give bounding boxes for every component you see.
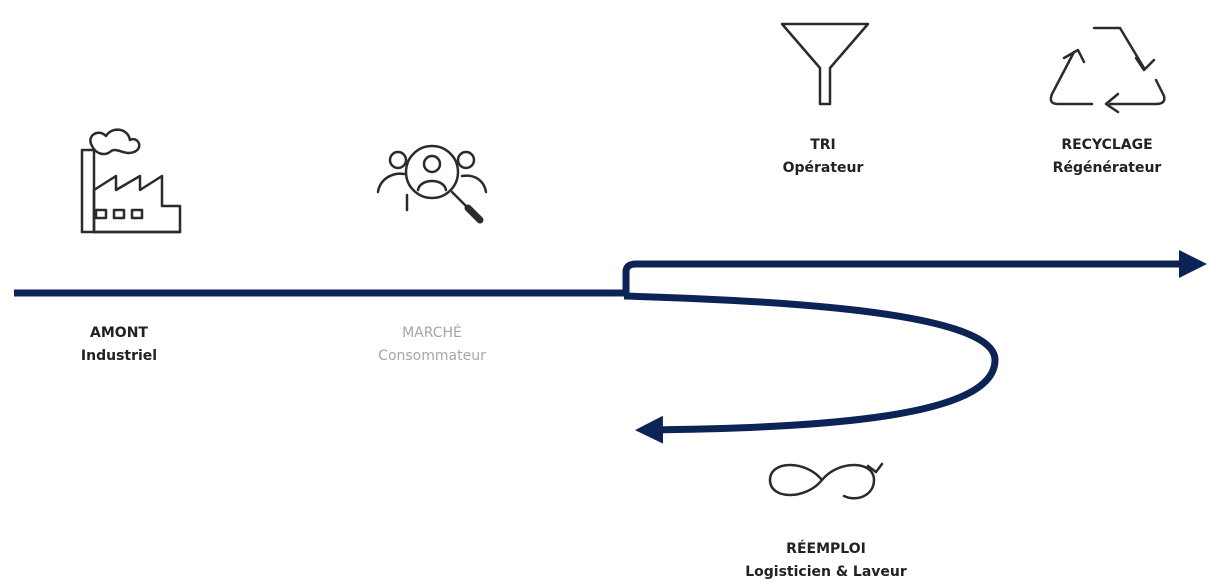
stage-recyclage-subtitle: Régénérateur (1052, 160, 1162, 176)
consumers-search-icon (376, 144, 488, 224)
recycling-flow-arrow (622, 250, 1207, 296)
stage-marche-subtitle: Consommateur (378, 348, 486, 364)
infinity-loop-icon (768, 462, 884, 500)
recycle-icon (1049, 26, 1166, 114)
stage-amont-subtitle: Industriel (80, 348, 158, 364)
stage-marche-title: MARCHÉ (402, 325, 462, 341)
stage-recyclage-label: RECYCLAGE Régénérateur (1053, 134, 1162, 180)
stage-tri-subtitle: Opérateur (782, 160, 864, 176)
stage-recyclage-title: RECYCLAGE (1061, 137, 1153, 153)
stage-tri-label: TRI Opérateur (783, 134, 864, 180)
stage-amont-title: AMONT (90, 325, 148, 341)
stage-tri-title: TRI (810, 137, 836, 153)
stage-reemploi-title: RÉEMPLOI (786, 541, 866, 557)
stage-marche-label: MARCHÉ Consommateur (378, 322, 486, 368)
stage-reemploi-label: RÉEMPLOI Logisticien & Laveur (745, 538, 907, 584)
stage-amont-label: AMONT Industriel (81, 322, 157, 368)
reuse-loop-arrow (623, 292, 999, 444)
stage-reemploi-subtitle: Logisticien & Laveur (745, 564, 907, 580)
funnel-icon (780, 22, 870, 106)
factory-icon (80, 128, 182, 234)
